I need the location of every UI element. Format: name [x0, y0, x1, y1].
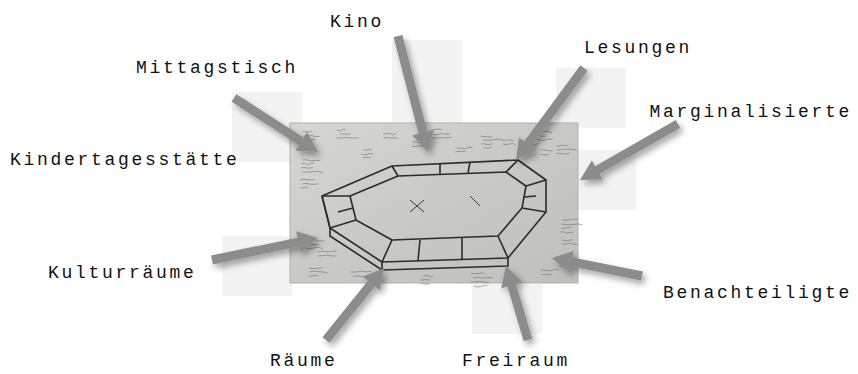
scribble — [541, 270, 559, 271]
scribble — [361, 153, 373, 155]
scribble — [420, 279, 430, 281]
scribble — [457, 147, 472, 149]
scribble — [384, 137, 399, 138]
scribble — [302, 171, 323, 173]
scribble — [337, 129, 346, 131]
feature-label: Lesungen — [584, 37, 692, 59]
scribble — [301, 163, 314, 165]
scribble — [481, 136, 493, 138]
scribble — [502, 139, 514, 141]
scribble — [353, 276, 364, 277]
pointer-arrow — [501, 266, 532, 341]
label-holder: Lesungen — [584, 37, 692, 59]
scribble — [337, 137, 359, 139]
scribble — [433, 134, 450, 135]
scribble — [540, 150, 552, 151]
scribble — [481, 143, 492, 145]
feature-label: Kindertagesstätte — [10, 149, 240, 171]
pointer-arrow — [211, 231, 318, 264]
scribble — [300, 179, 314, 181]
scribble — [302, 183, 318, 185]
label-holder: Kino — [330, 11, 384, 33]
feature-label: Kino — [330, 11, 384, 33]
scribble — [503, 144, 516, 145]
label-holder: Kindertagesstätte — [10, 149, 240, 171]
feature-label: Räume — [270, 350, 338, 372]
scribble — [557, 149, 576, 150]
scribble — [300, 187, 308, 188]
feature-label: Freiraum — [462, 350, 570, 372]
pointer-arrow — [232, 94, 318, 152]
scribble — [473, 277, 493, 278]
scribble — [412, 145, 423, 146]
label-holder: Benachteiligte — [663, 282, 852, 304]
scribble — [483, 139, 501, 140]
scribble — [474, 285, 487, 287]
scribble — [310, 271, 328, 273]
scribble — [306, 247, 323, 249]
scribble — [562, 223, 583, 225]
feature-label: Mittagstisch — [136, 57, 298, 79]
scribble — [318, 255, 336, 257]
scribble — [432, 137, 452, 139]
pointer-arrow — [580, 120, 680, 180]
scribble — [562, 227, 571, 228]
scribble — [471, 281, 489, 282]
pale-backdrop — [222, 40, 636, 334]
feature-label: Kulturräume — [48, 262, 197, 284]
scribble — [431, 129, 442, 131]
feature-label: Marginalisierte — [649, 101, 852, 123]
pointer-arrow — [394, 35, 434, 152]
scribble — [562, 240, 572, 241]
scribble — [363, 157, 371, 159]
scribble — [541, 274, 551, 276]
scribble — [421, 283, 429, 284]
label-holder: Mittagstisch — [136, 57, 298, 79]
label-holder: Freiraum — [462, 350, 570, 372]
scribble — [470, 273, 484, 275]
scribble — [560, 232, 573, 233]
scribble — [340, 133, 351, 135]
pointer-arrow — [516, 65, 588, 160]
scribble — [455, 151, 465, 153]
scribble — [561, 243, 577, 244]
label-holder: Kulturräume — [48, 262, 197, 284]
label-holder: Marginalisierte — [649, 101, 852, 123]
scribble — [383, 133, 396, 135]
scribble — [301, 167, 313, 168]
scribble — [364, 149, 372, 150]
scribble — [302, 160, 320, 161]
scribble — [309, 275, 319, 276]
scribble — [423, 276, 433, 277]
feature-label: Benachteiligte — [663, 282, 852, 304]
scribble — [318, 251, 337, 253]
scribble — [562, 219, 577, 220]
arrow-group — [211, 35, 680, 343]
scribble — [541, 154, 549, 156]
scribble — [556, 153, 570, 155]
sketch-scan — [290, 123, 582, 287]
pointer-arrow — [323, 268, 385, 343]
label-holder: Räume — [270, 350, 338, 372]
scribble — [484, 147, 492, 149]
scribble — [350, 271, 371, 273]
scribble — [309, 267, 322, 269]
pointer-arrow — [552, 251, 643, 280]
scribble — [556, 145, 568, 147]
